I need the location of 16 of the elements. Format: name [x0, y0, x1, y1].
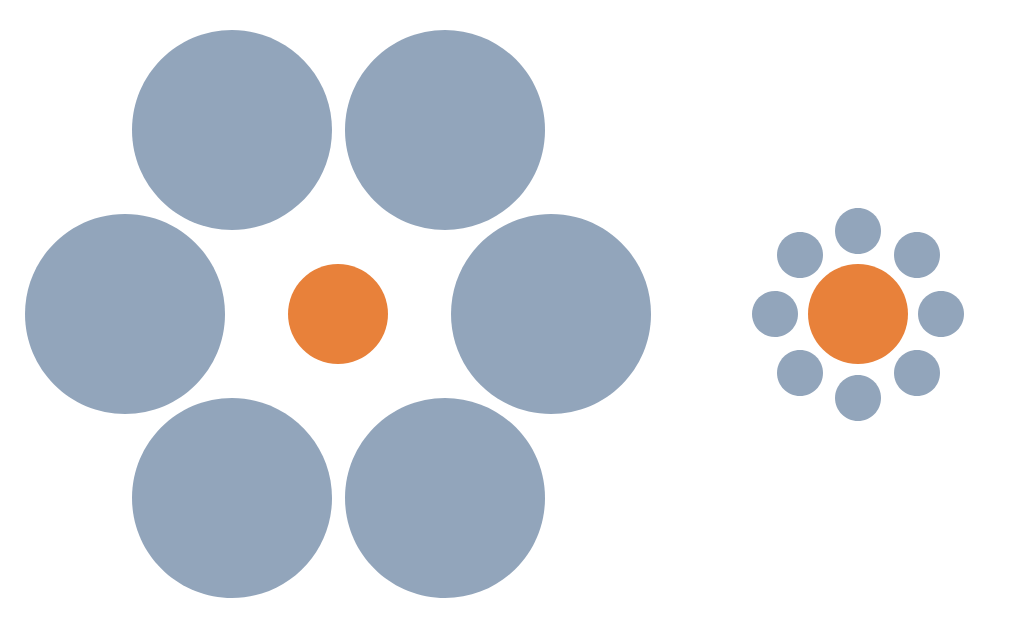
circle	[808, 264, 908, 364]
circle	[132, 30, 332, 230]
circle	[777, 232, 823, 278]
circle	[25, 214, 225, 414]
circle	[752, 291, 798, 337]
circle	[918, 291, 964, 337]
circle	[835, 375, 881, 421]
circle	[288, 264, 388, 364]
circle	[894, 350, 940, 396]
circle	[894, 232, 940, 278]
circle	[132, 398, 332, 598]
circle	[345, 30, 545, 230]
circle	[835, 208, 881, 254]
circle	[345, 398, 545, 598]
circle	[451, 214, 651, 414]
circle	[777, 350, 823, 396]
